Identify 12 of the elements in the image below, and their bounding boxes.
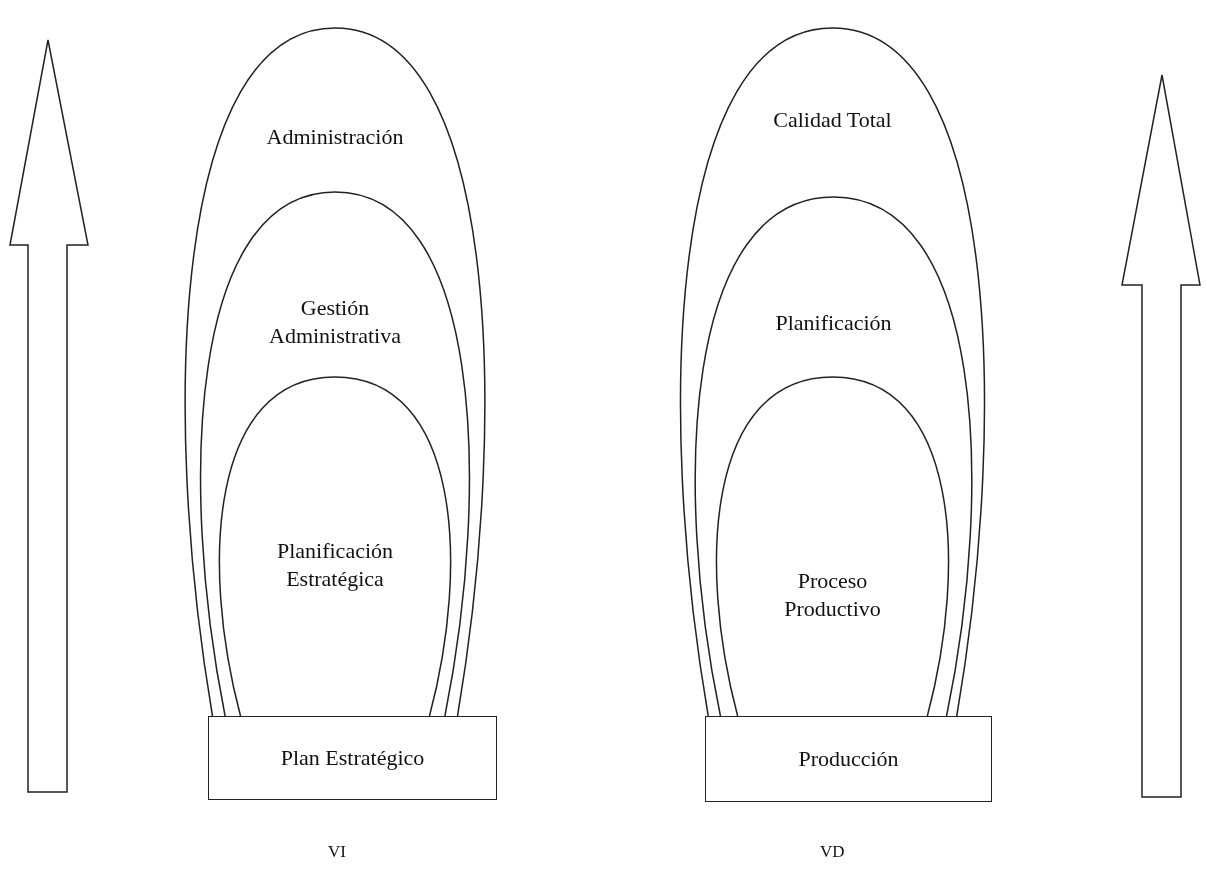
oval-label: Planificación Estratégica bbox=[275, 537, 395, 593]
axis-label: VD bbox=[820, 842, 845, 862]
oval-label: Planificación bbox=[775, 309, 892, 337]
oval-label: Calidad Total bbox=[773, 106, 892, 134]
oval-label: Administración bbox=[266, 123, 404, 151]
oval-label: Proceso Productivo bbox=[783, 567, 882, 623]
oval-label: Gestión Administrativa bbox=[268, 294, 402, 350]
box-label: Plan Estratégico bbox=[280, 745, 425, 771]
axis-label: VI bbox=[328, 842, 346, 862]
rectangle-box bbox=[705, 716, 992, 802]
box-label: Producción bbox=[798, 746, 899, 772]
rectangle-box bbox=[208, 716, 497, 800]
